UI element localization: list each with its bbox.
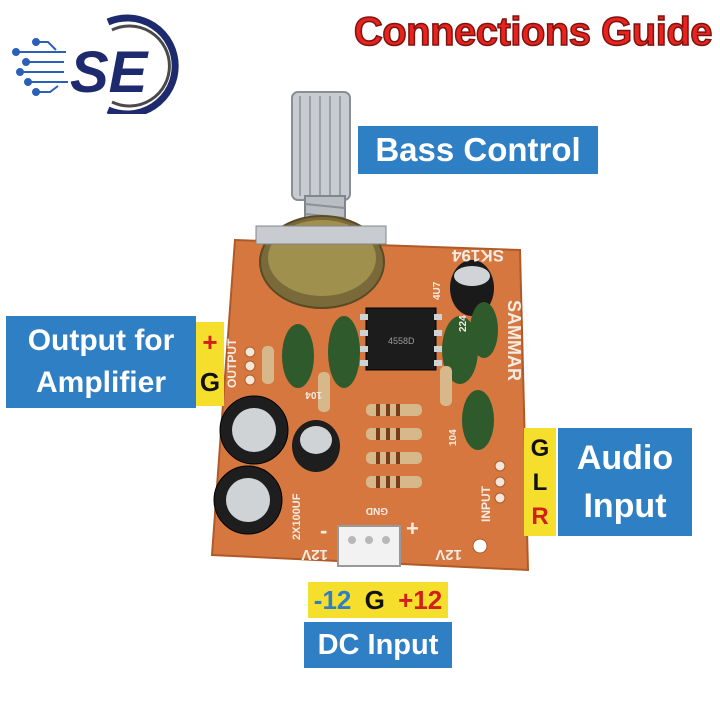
logo-text: SE [70, 40, 150, 105]
dc-ground-pin: G [364, 585, 385, 615]
ic-label: 4558D [388, 336, 415, 346]
brand-logo: SE [8, 14, 188, 118]
dc-input-label: DC Input [304, 622, 452, 668]
board-12v-right: 12V [435, 546, 462, 563]
board-model-label: SK194 [451, 246, 504, 265]
board-code-104-right: 104 [448, 429, 459, 446]
board-12v-left: 12V [301, 546, 328, 563]
board-cap-label: 2X100UF [291, 493, 303, 540]
board-code-104-top: 104 [305, 389, 322, 400]
dc-minus-pin: -12 [313, 585, 352, 615]
output-pins-strip: + G [196, 322, 224, 406]
board-plus-sign: + [406, 516, 419, 541]
bass-control-label: Bass Control [358, 126, 598, 174]
audio-pins-strip: G L R [524, 428, 556, 536]
page-title: Connections Guide [353, 9, 713, 55]
board-code-4u7: 4U7 [432, 281, 443, 300]
output-amplifier-label: Output for Amplifier [6, 316, 196, 408]
output-plus-pin: + [202, 327, 218, 357]
board-output-label: OUTPUT [225, 338, 239, 388]
board-code-224: 224 [458, 315, 469, 332]
board-gnd-label: GND [366, 505, 388, 516]
dc-pins-strip: -12 G +12 [308, 582, 448, 618]
audio-left-pin: L [532, 469, 548, 496]
board-brand-label: SAMMAR [504, 300, 524, 381]
board-input-label: INPUT [479, 485, 493, 522]
audio-line-2: Input [583, 487, 667, 525]
output-ground-pin: G [199, 367, 221, 397]
output-line-1: Output for [27, 324, 175, 357]
board-minus-sign: - [320, 518, 327, 543]
audio-line-1: Audio [576, 439, 674, 477]
audio-input-label: Audio Input [558, 428, 692, 536]
dc-plus-pin: +12 [398, 585, 443, 615]
output-line-2: Amplifier [35, 366, 167, 399]
audio-ground-pin: G [530, 435, 550, 462]
audio-right-pin: R [531, 503, 549, 530]
